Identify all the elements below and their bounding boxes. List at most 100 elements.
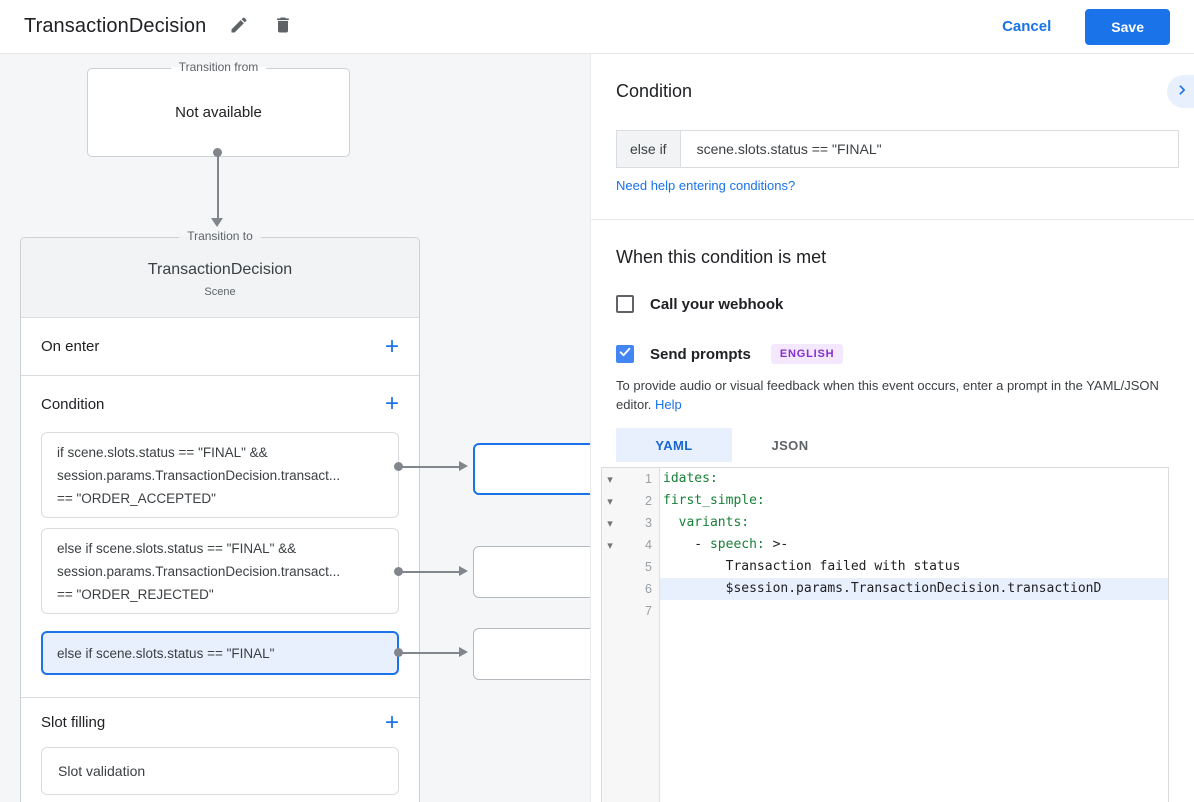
code-line[interactable]: first_simple: <box>660 490 1168 512</box>
send-prompts-label: Send prompts <box>650 345 751 363</box>
line-number: 2 <box>645 494 652 508</box>
transition-target-box[interactable] <box>473 628 590 680</box>
gutter-row: ▾2 <box>602 490 659 512</box>
slot-filling-section-header: Slot filling + <box>21 698 419 747</box>
scene-diagram-canvas: Transition from Not available Transition… <box>0 54 590 802</box>
line-number: 1 <box>645 472 652 486</box>
gutter-row: 6 <box>602 578 659 600</box>
transition-target-box[interactable] <box>473 546 590 598</box>
condition-detail-panel: Condition else if Need help entering con… <box>590 54 1194 802</box>
condition-help-link[interactable]: Need help entering conditions? <box>616 178 796 193</box>
line-number: 4 <box>645 538 652 552</box>
call-webhook-label: Call your webhook <box>650 295 784 313</box>
transition-to-legend: Transition to <box>179 229 261 243</box>
code-line[interactable] <box>660 600 1168 622</box>
code-line[interactable]: variants: <box>660 512 1168 534</box>
editor-format-tabs: YAML JSON <box>616 428 848 462</box>
prompt-help-link[interactable]: Help <box>655 397 682 412</box>
call-webhook-row: Call your webhook <box>616 295 783 313</box>
yaml-text-token: $session.params.TransactionDecision.tran… <box>663 581 1102 596</box>
language-badge: ENGLISH <box>770 344 844 364</box>
slot-validation-item[interactable]: Slot validation <box>41 747 399 795</box>
fold-arrow-icon[interactable]: ▾ <box>607 517 613 530</box>
condition-expression-input[interactable] <box>680 131 1178 167</box>
connector-arrow-down <box>211 148 223 232</box>
add-slot-button[interactable]: + <box>384 708 399 736</box>
condition-item-line: if scene.slots.status == "FINAL" && <box>57 445 268 460</box>
on-enter-row: On enter + <box>21 318 419 376</box>
delete-scene-button[interactable] <box>272 16 294 38</box>
code-line[interactable]: idates: <box>660 468 1168 490</box>
scene-name: TransactionDecision <box>147 261 293 278</box>
yaml-key-token: speech: <box>709 537 765 552</box>
gutter-row: 5 <box>602 556 659 578</box>
condition-prefix-label: else if <box>617 131 681 167</box>
scene-type-label: Scene <box>204 286 236 298</box>
on-enter-label: On enter <box>41 338 100 355</box>
fold-arrow-icon[interactable]: ▾ <box>607 473 613 486</box>
yaml-key-token: first_simple: <box>663 493 765 508</box>
section-divider <box>21 697 419 698</box>
editor-tab-json[interactable]: JSON <box>771 437 809 453</box>
line-number: 5 <box>645 560 652 574</box>
transition-from-value: Not available <box>175 104 262 121</box>
slot-filling-items: Slot validation <box>21 747 419 795</box>
condition-item[interactable]: else if scene.slots.status == "FINAL" <box>41 631 399 675</box>
page-title: TransactionDecision <box>24 15 207 37</box>
edit-title-button[interactable] <box>228 16 250 38</box>
condition-item-line: else if scene.slots.status == "FINAL" && <box>57 541 297 556</box>
condition-section-header: Condition + <box>21 376 419 432</box>
pencil-icon <box>229 15 249 38</box>
gutter-row: ▾1 <box>602 468 659 490</box>
connector-arrow <box>394 647 468 657</box>
editor-tab-yaml[interactable]: YAML <box>616 428 732 462</box>
yaml-key-token: variants: <box>663 515 750 530</box>
condition-item[interactable]: if scene.slots.status == "FINAL" && sessi… <box>41 432 399 518</box>
scene-card-header[interactable]: TransactionDecision Scene <box>21 238 419 318</box>
chevron-right-icon <box>1172 80 1192 103</box>
transition-to-card: Transition to TransactionDecision Scene … <box>20 229 420 802</box>
condition-item-line: else if scene.slots.status == "FINAL" <box>57 646 275 661</box>
yaml-key-token: idates: <box>663 471 718 486</box>
editor-code-area[interactable]: idates: first_simple: variants: - speech:… <box>660 468 1168 802</box>
trash-icon <box>273 15 293 38</box>
slot-filling-label: Slot filling <box>41 714 106 731</box>
gutter-row: ▾3 <box>602 512 659 534</box>
cancel-button[interactable]: Cancel <box>1002 18 1052 35</box>
connector-arrow <box>394 461 468 471</box>
call-webhook-checkbox[interactable] <box>616 295 634 313</box>
code-line[interactable]: - speech: >- <box>660 534 1168 556</box>
condition-item-line: session.params.TransactionDecision.trans… <box>57 564 341 579</box>
transition-target-box[interactable] <box>473 443 590 495</box>
add-condition-button[interactable]: + <box>384 390 399 417</box>
save-button[interactable]: Save <box>1085 8 1170 45</box>
line-number: 3 <box>645 516 652 530</box>
condition-item[interactable]: else if scene.slots.status == "FINAL" &&… <box>41 528 399 614</box>
condition-item-line: session.params.TransactionDecision.trans… <box>57 468 341 483</box>
collapse-panel-button[interactable] <box>1167 75 1194 108</box>
add-on-enter-button[interactable]: + <box>384 332 399 360</box>
condition-panel-heading: Condition <box>616 81 693 101</box>
checkmark-icon <box>618 345 632 364</box>
yaml-text-token: >- <box>764 537 789 552</box>
condition-item-line: == "ORDER_REJECTED" <box>57 587 214 602</box>
transition-from-box: Transition from Not available <box>87 60 350 157</box>
code-line[interactable]: $session.params.TransactionDecision.tran… <box>660 578 1168 600</box>
yaml-text-token: - <box>663 537 710 552</box>
prompt-description: To provide audio or visual feedback when… <box>616 376 1181 414</box>
condition-items: if scene.slots.status == "FINAL" && sessi… <box>21 432 419 675</box>
connector-arrow <box>394 566 468 576</box>
send-prompts-checkbox[interactable] <box>616 345 634 363</box>
send-prompts-row: Send prompts ENGLISH <box>616 344 844 364</box>
fold-arrow-icon[interactable]: ▾ <box>607 539 613 552</box>
fold-arrow-icon[interactable]: ▾ <box>607 495 613 508</box>
yaml-text-token: Transaction failed with status <box>663 559 961 574</box>
condition-expression-group: else if <box>616 130 1179 168</box>
code-line[interactable]: Transaction failed with status <box>660 556 1168 578</box>
line-number: 6 <box>645 582 652 596</box>
condition-item-line: == "ORDER_ACCEPTED" <box>57 491 216 506</box>
header-bar: TransactionDecision Cancel Save <box>0 0 1194 54</box>
